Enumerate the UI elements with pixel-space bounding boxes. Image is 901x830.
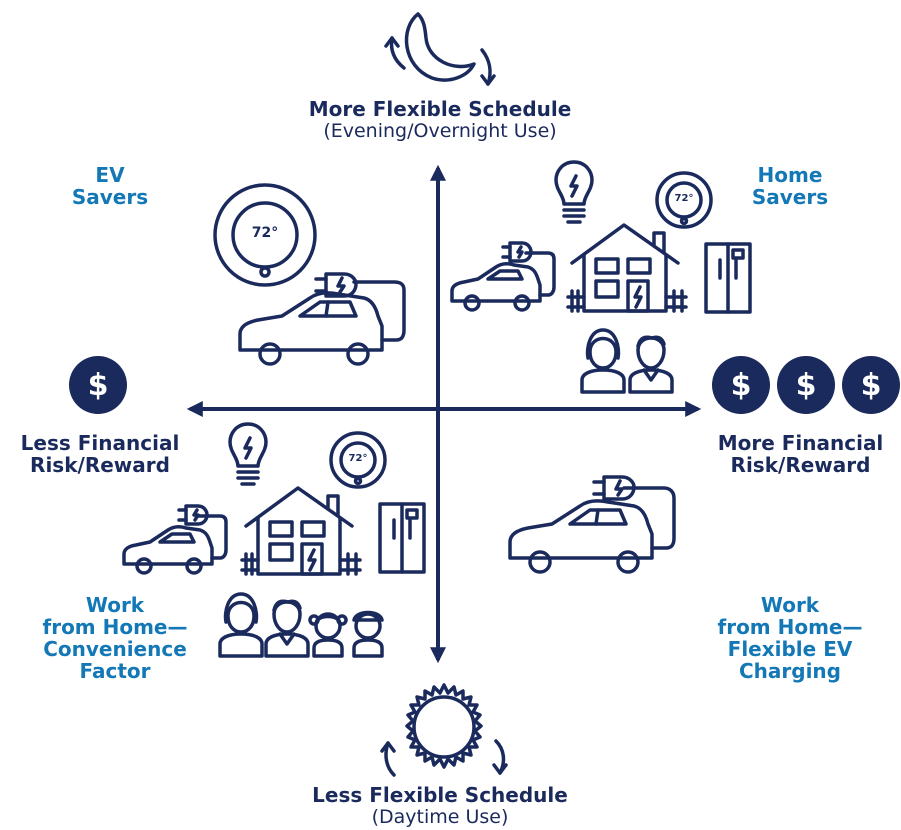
label-line: from Home— bbox=[717, 615, 863, 639]
label-line: Factor bbox=[79, 659, 151, 683]
house-icon bbox=[566, 223, 688, 313]
thermostat-icon: 72° bbox=[654, 170, 714, 230]
plug-icon bbox=[177, 504, 209, 526]
house-icon bbox=[240, 486, 362, 576]
thermostat-icon: 72° bbox=[210, 180, 320, 290]
right-axis-line2: Risk/Reward bbox=[730, 453, 871, 477]
dollar-coin-icon: $ bbox=[777, 356, 835, 414]
left-axis-line2: Risk/Reward bbox=[30, 453, 170, 477]
people-icon bbox=[218, 592, 384, 658]
bottom-axis-subtitle: (Daytime Use) bbox=[371, 806, 509, 828]
label-line: Home bbox=[757, 163, 823, 187]
thermostat-reading: 72° bbox=[348, 453, 368, 464]
plug-icon bbox=[501, 241, 533, 263]
label-line: Work bbox=[760, 593, 820, 617]
bottom-axis-label: Less Flexible Schedule (Daytime Use) bbox=[270, 784, 610, 828]
thermostat-icon: 72° bbox=[328, 430, 388, 490]
ev-car-icon bbox=[238, 280, 406, 366]
label-line: Charging bbox=[738, 659, 841, 683]
right-axis-label: More Financial Risk/Reward bbox=[700, 432, 901, 476]
left-axis-line1: Less Financial bbox=[20, 431, 180, 455]
refrigerator-icon bbox=[378, 502, 426, 574]
dollar-coin-icon: $ bbox=[712, 356, 770, 414]
lightbulb-icon bbox=[228, 422, 268, 486]
ev-car-icon bbox=[450, 251, 556, 312]
label-line: Savers bbox=[751, 185, 829, 209]
plug-icon bbox=[314, 272, 358, 298]
moon-icon bbox=[384, 12, 496, 86]
people-icon bbox=[580, 328, 674, 394]
ev-car-icon bbox=[122, 514, 228, 575]
refrigerator-icon bbox=[704, 242, 752, 314]
plug-icon bbox=[592, 475, 636, 501]
quadrant-top-right-label: Home Savers bbox=[730, 164, 850, 208]
thermostat-reading: 72° bbox=[674, 193, 694, 204]
ev-car-icon bbox=[508, 486, 676, 574]
quadrant-bottom-left-label: Work from Home— Convenience Factor bbox=[30, 594, 200, 682]
lightbulb-icon bbox=[554, 160, 594, 224]
label-line: Work bbox=[85, 593, 145, 617]
quadrant-top-left-label: EV Savers bbox=[50, 164, 170, 208]
label-line: Flexible EV bbox=[727, 637, 853, 661]
dollar-coin-icon: $ bbox=[842, 356, 900, 414]
left-axis-label: Less Financial Risk/Reward bbox=[0, 432, 200, 476]
thermostat-reading: 72° bbox=[251, 225, 279, 241]
top-axis-title: More Flexible Schedule bbox=[308, 97, 572, 121]
label-line: Convenience bbox=[43, 637, 187, 661]
label-line: from Home— bbox=[42, 615, 188, 639]
right-axis-line1: More Financial bbox=[717, 431, 884, 455]
quadrant-bottom-right-label: Work from Home— Flexible EV Charging bbox=[700, 594, 880, 682]
top-axis-subtitle: (Evening/Overnight Use) bbox=[323, 120, 557, 142]
bottom-axis-title: Less Flexible Schedule bbox=[312, 783, 568, 807]
dollar-coin-icon: $ bbox=[69, 356, 127, 414]
top-axis-label: More Flexible Schedule (Evening/Overnigh… bbox=[270, 98, 610, 142]
label-line: Savers bbox=[71, 185, 149, 209]
label-line: EV bbox=[95, 163, 125, 187]
sun-icon bbox=[380, 683, 508, 777]
